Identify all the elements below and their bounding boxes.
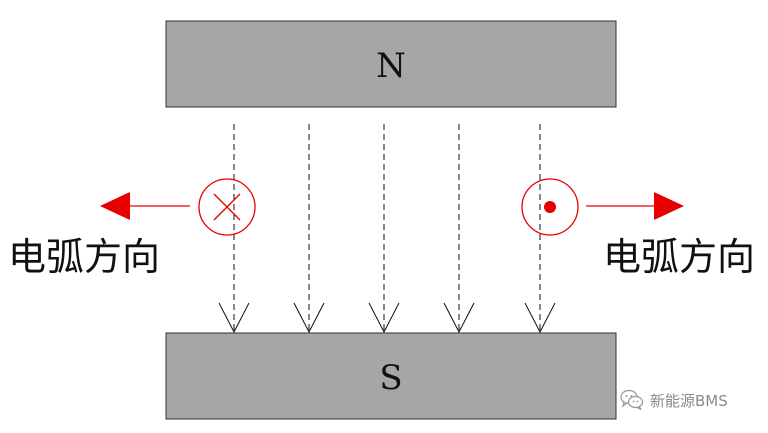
field-line (524, 124, 556, 334)
field-line (368, 124, 400, 334)
field-line (443, 124, 475, 334)
arrow-right-icon (586, 192, 684, 220)
out-of-page-dot-icon (521, 178, 579, 236)
field-line (218, 124, 250, 334)
arc-direction-label-left: 电弧方向 (8, 235, 161, 279)
arrow-left-icon (100, 192, 190, 220)
north-magnet (165, 20, 617, 108)
watermark-text: 新能源BMS (650, 391, 728, 410)
into-page-cross-icon (198, 178, 256, 236)
south-magnet (165, 332, 617, 420)
watermark: 新能源BMS (620, 388, 728, 412)
north-pole-label: N (376, 46, 406, 86)
arc-direction-label-right: 电弧方向 (603, 235, 756, 279)
wechat-icon (620, 389, 644, 411)
south-pole-label: S (379, 358, 402, 398)
field-line (293, 124, 325, 334)
